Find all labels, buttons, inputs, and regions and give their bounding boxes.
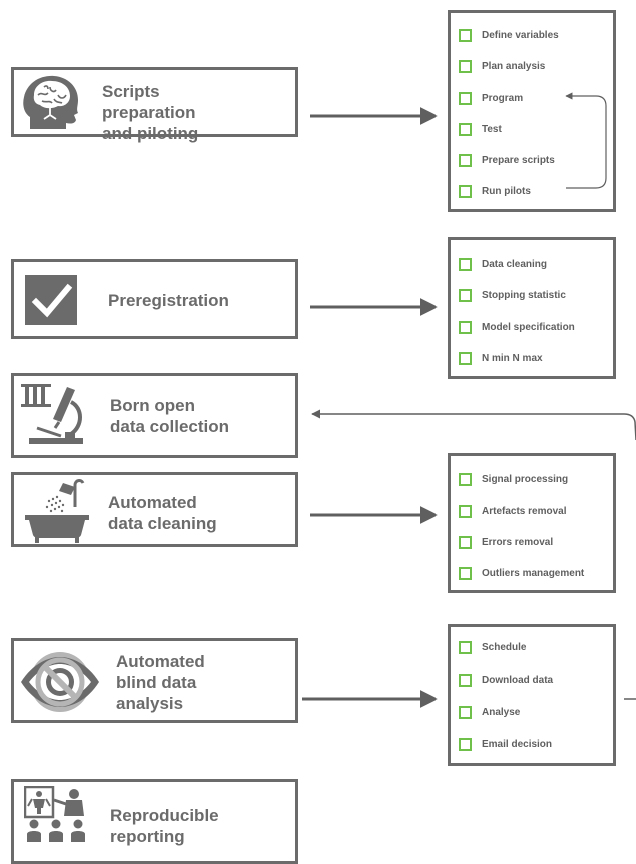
step-label: Automated data cleaning (108, 493, 217, 533)
checklist-item: Define variables (459, 28, 559, 42)
checkbox-icon (459, 566, 472, 580)
checkbox-icon (459, 153, 472, 167)
checkbox-icon (459, 705, 472, 719)
step-label: Born open data collection (110, 396, 230, 436)
step-scripts-preparation: Scripts preparation and piloting (11, 67, 298, 143)
checklist-item: Signal processing (459, 472, 568, 486)
step-preregistration: Preregistration (11, 259, 298, 339)
checklist-item-label: Test (482, 123, 502, 135)
checkbox-icon (459, 122, 472, 136)
checklist-item-label: Signal processing (482, 473, 569, 485)
checklist-item: Prepare scripts (459, 153, 555, 167)
checkbox-icon (459, 320, 472, 334)
checkbox-icon (459, 673, 472, 687)
checklist-item: Stopping statistic (459, 288, 566, 302)
step-reproducible-reporting: Reproducible reporting (11, 779, 298, 864)
checkbox-icon (459, 640, 472, 654)
checklist-item: Model specification (459, 320, 575, 334)
checklist-item: Outliers management (459, 566, 584, 580)
checklist-blind-analysis: Schedule Download data Analyse Email dec… (448, 624, 616, 766)
step-label: Preregistration (108, 291, 229, 310)
checkbox-icon (459, 59, 472, 73)
checklist-item: Download data (459, 673, 553, 687)
checklist-preregistration: Data cleaning Stopping statistic Model s… (448, 237, 616, 379)
checklist-item: Program (459, 91, 523, 105)
checklist-item-label: Plan analysis (482, 60, 546, 72)
step-data-cleaning: Automated data cleaning (11, 472, 298, 547)
return-arrow-to-data-collection (311, 409, 636, 441)
step-blind-analysis: Automated blind data analysis (11, 638, 298, 723)
checklist-item-label: Stopping statistic (482, 289, 566, 301)
checklist-item-label: Outliers management (482, 567, 585, 579)
loop-arrow-pilots-to-program (565, 92, 607, 189)
step-data-collection: Born open data collection (11, 373, 298, 458)
checklist-item-label: Program (482, 92, 524, 104)
checklist-item-label: Model specification (482, 321, 575, 333)
checklist-item: N min N max (459, 351, 543, 365)
checklist-item: Email decision (459, 737, 552, 751)
step-label: Automated blind data analysis (116, 652, 205, 713)
checklist-item: Run pilots (459, 184, 531, 198)
checklist-item: Errors removal (459, 535, 553, 549)
checklist-data-cleaning: Signal processing Artefacts removal Erro… (448, 453, 616, 593)
checklist-item-label: Artefacts removal (482, 505, 567, 517)
checkbox-icon (459, 737, 472, 751)
brain-head-icon (20, 73, 86, 136)
bathtub-shower-icon (25, 477, 89, 548)
checklist-item: Artefacts removal (459, 504, 566, 518)
checkbox-icon (459, 257, 472, 271)
checkbox-icon (459, 184, 472, 198)
checklist-item-label: Errors removal (482, 536, 554, 548)
checklist-scripts: Define variables Plan analysis Program T… (448, 10, 616, 212)
checklist-item-label: Prepare scripts (482, 154, 555, 166)
crossed-eye-icon (19, 649, 101, 720)
checklist-item-label: Download data (482, 674, 554, 686)
step-label: Reproducible reporting (110, 806, 219, 846)
checklist-item-label: Schedule (482, 641, 527, 653)
checkbox-icon (459, 351, 472, 365)
step-label: Scripts preparation and piloting (102, 82, 199, 143)
checklist-item-label: N min N max (482, 352, 543, 364)
checkbox-icon (459, 504, 472, 518)
checklist-item-label: Data cleaning (482, 258, 548, 270)
checklist-item: Schedule (459, 640, 526, 654)
checklist-item-label: Analyse (482, 706, 521, 718)
checkbox-icon (459, 472, 472, 486)
microscope-icon (19, 382, 91, 455)
checkbox-icon (459, 28, 472, 42)
checklist-item-label: Define variables (482, 29, 559, 41)
checklist-item-label: Run pilots (482, 185, 531, 197)
checklist-item: Plan analysis (459, 59, 545, 73)
checklist-item: Data cleaning (459, 257, 547, 271)
checkbox-icon (459, 535, 472, 549)
checkbox-icon (459, 288, 472, 302)
presentation-audience-icon (23, 785, 92, 849)
checklist-item: Test (459, 122, 502, 136)
checklist-item-label: Email decision (482, 738, 553, 750)
checkbox-icon (459, 91, 472, 105)
checklist-item: Analyse (459, 705, 520, 719)
checkbox-checked-icon (25, 275, 77, 330)
